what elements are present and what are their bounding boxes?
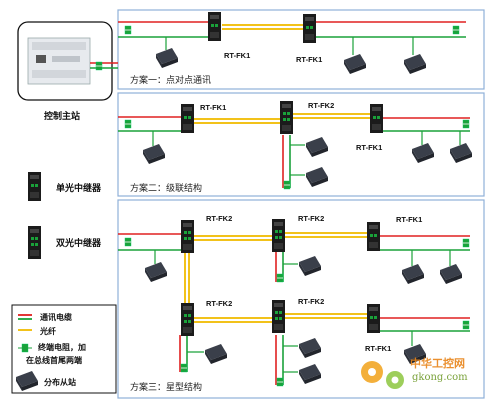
single-repeater-legend-icon bbox=[28, 172, 41, 201]
legend-terminal-label-1: 终端电阻，加 bbox=[37, 342, 86, 352]
gkong-watermark-logo bbox=[361, 361, 404, 389]
scheme2-repeater-label-2: RT-FK2 bbox=[308, 101, 334, 110]
scheme3-repeater-label-1: RT-FK2 bbox=[206, 214, 232, 223]
control-station bbox=[17, 21, 118, 101]
scheme3-repeater-label-4: RT-FK2 bbox=[206, 299, 232, 308]
control-station-label: 控制主站 bbox=[44, 110, 80, 122]
scheme3-repeater-label-6: RT-FK1 bbox=[365, 344, 391, 353]
dual-repeater-legend-icon bbox=[28, 226, 41, 259]
scheme2-repeater-label-3: RT-FK1 bbox=[356, 143, 382, 152]
scheme3-repeater-label-5: RT-FK2 bbox=[298, 297, 324, 306]
line-legend: 通讯电缆 光纤 终端电阻，加 在总线首尾两端 分布从站 bbox=[11, 304, 117, 394]
watermark-url: gkong.com bbox=[412, 372, 468, 383]
scheme3-repeater-label-2: RT-FK2 bbox=[298, 214, 324, 223]
dual-repeater-label: 双光中继器 bbox=[56, 237, 102, 249]
scheme2-repeater-label-1: RT-FK1 bbox=[200, 103, 226, 112]
legend-slave-label: 分布从站 bbox=[44, 377, 76, 387]
scheme1-repeater-label-2: RT-FK1 bbox=[296, 55, 322, 64]
scheme3-repeater-label-3: RT-FK1 bbox=[396, 215, 422, 224]
scheme2-network bbox=[118, 101, 472, 190]
scheme2-label: 方案二：级联结构 bbox=[130, 182, 202, 194]
scheme3-network bbox=[118, 219, 470, 387]
scheme2-frame bbox=[117, 92, 485, 197]
watermark-cn: 中华工控网 bbox=[410, 356, 465, 370]
legend-fiber-label: 光纤 bbox=[39, 326, 56, 336]
scheme3-frame bbox=[117, 199, 485, 399]
scheme3-label: 方案三：星型结构 bbox=[130, 381, 202, 393]
scheme1-repeater-label-1: RT-FK1 bbox=[224, 51, 250, 60]
scheme1-label: 方案一：点对点通讯 bbox=[130, 74, 211, 86]
legend-cable-label: 通讯电缆 bbox=[40, 312, 72, 322]
single-repeater-label: 单光中继器 bbox=[56, 182, 102, 194]
scheme1-frame bbox=[117, 9, 485, 90]
scheme1-network bbox=[118, 12, 466, 74]
legend-terminal-label-2: 在总线首尾两端 bbox=[26, 355, 82, 365]
